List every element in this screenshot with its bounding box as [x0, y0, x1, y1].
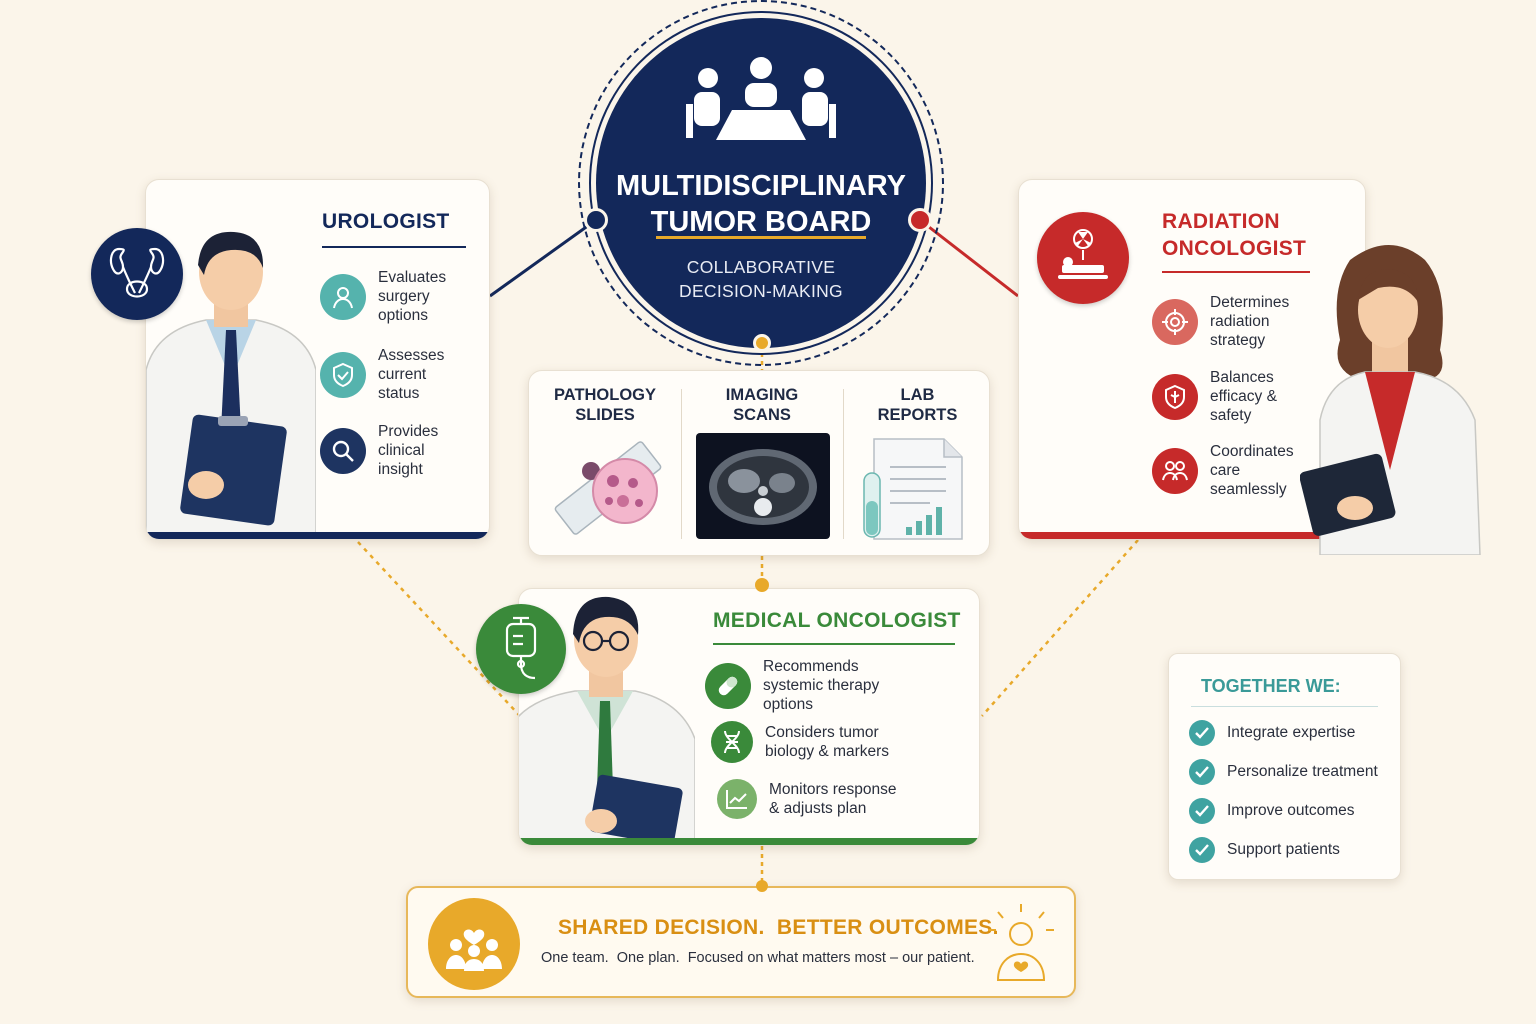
shield-check-icon	[320, 351, 366, 398]
urologist-title: UROLOGIST	[322, 210, 450, 233]
left-connector-dot	[584, 208, 608, 232]
tumor-board-circle: MULTIDISCIPLINARY TUMOR BOARD COLLABORAT…	[596, 18, 926, 348]
data-col-pathology: PATHOLOGY SLIDES	[529, 371, 681, 555]
board-divider	[656, 236, 866, 239]
data-sources-panel: PATHOLOGY SLIDES IMAGING SCANS LAB REPOR…	[528, 370, 990, 556]
medical-item-biology: Considers tumor biology & markers	[711, 721, 889, 763]
together-we-box: TOGETHER WE: Integrate expertise Persona…	[1168, 653, 1401, 880]
urologist-card: UROLOGIST Evaluates surgery options Asse…	[145, 179, 490, 540]
medical-oncologist-card: MEDICAL ONCOLOGIST Recommends systemic t…	[518, 588, 980, 846]
data-col-imaging: IMAGING SCANS	[682, 371, 842, 555]
iv-bag-icon	[476, 604, 566, 694]
together-item-text: Personalize treatment	[1227, 763, 1378, 780]
team-meeting-icon	[686, 57, 836, 140]
medical-divider	[713, 643, 955, 645]
data-col-lab: LAB REPORTS	[844, 371, 989, 555]
target-icon	[1152, 298, 1198, 345]
trend-chart-icon	[717, 779, 757, 819]
board-dashed-ring	[578, 0, 944, 366]
radiation-item-text: Balances efficacy & safety	[1210, 369, 1277, 424]
urologist-doctor-illustration	[146, 231, 316, 538]
kidney-bladder-icon	[91, 228, 183, 320]
medical-item-monitor: Monitors response & adjusts plan	[717, 779, 897, 819]
radiation-bed-icon	[1037, 212, 1129, 304]
together-item: Personalize treatment	[1189, 759, 1378, 785]
medical-doctor-illustration	[519, 596, 695, 841]
banner-subtitle: One team. One plan. Focused on what matt…	[541, 950, 975, 966]
medical-item-text: Recommends systemic therapy options	[763, 658, 880, 713]
medical-title: MEDICAL ONCOLOGIST	[713, 609, 961, 632]
urologist-item-text: Provides clinical insight	[378, 423, 439, 478]
radiation-divider	[1162, 271, 1310, 273]
together-item: Support patients	[1189, 837, 1340, 863]
right-connector-dot	[908, 208, 932, 232]
check-icon	[1189, 798, 1215, 824]
check-icon	[1189, 720, 1215, 746]
check-icon	[1189, 837, 1215, 863]
urologist-item-surgery: Evaluates surgery options	[320, 268, 446, 325]
shared-decision-banner: SHARED DECISION. BETTER OUTCOMES. One te…	[406, 886, 1076, 998]
people-icon	[1152, 447, 1198, 494]
radiation-item-text: Determines radiation strategy	[1210, 294, 1290, 349]
radiation-doctor-illustration	[1300, 245, 1481, 555]
magnifier-icon	[320, 427, 366, 474]
radiation-item-strategy: Determines radiation strategy	[1152, 293, 1289, 350]
shield-balance-icon	[1152, 373, 1198, 420]
together-title: TOGETHER WE:	[1201, 676, 1341, 696]
data-label: IMAGING SCANS	[725, 386, 799, 424]
medical-item-therapy: Recommends systemic therapy options	[705, 657, 879, 714]
ct-scan-icon	[696, 433, 830, 539]
banner-top-dot	[756, 880, 768, 892]
board-subtitle: COLLABORATIVE DECISION-MAKING	[679, 257, 843, 301]
pathology-slide-icon	[554, 441, 662, 535]
board-title: MULTIDISCIPLINARY TUMOR BOARD	[616, 170, 906, 238]
medical-item-text: Monitors response & adjusts plan	[769, 781, 897, 817]
person-icon	[320, 273, 366, 320]
data-bottom-dot	[755, 578, 769, 592]
pill-icon	[705, 662, 751, 709]
urologist-item-text: Assesses current status	[378, 347, 445, 402]
medical-item-text: Considers tumor biology & markers	[765, 724, 890, 760]
together-item: Integrate expertise	[1189, 720, 1355, 746]
dna-icon	[711, 721, 753, 763]
check-icon	[1189, 759, 1215, 785]
data-label: LAB REPORTS	[877, 386, 958, 424]
lab-report-icon	[863, 438, 963, 540]
radiation-item-coordinate: Coordinates care seamlessly	[1152, 442, 1294, 499]
radiation-item-safety: Balances efficacy & safety	[1152, 368, 1277, 425]
family-heart-icon	[428, 898, 520, 990]
together-item-text: Improve outcomes	[1227, 802, 1355, 819]
banner-title: SHARED DECISION. BETTER OUTCOMES.	[558, 916, 999, 939]
urologist-item-status: Assesses current status	[320, 346, 444, 403]
urologist-divider	[322, 246, 466, 248]
radiation-title: RADIATION ONCOLOGIST	[1162, 210, 1307, 260]
radiation-item-text: Coordinates care seamlessly	[1210, 443, 1294, 498]
data-label: PATHOLOGY SLIDES	[553, 386, 657, 424]
patient-heart-icon	[988, 904, 1054, 981]
together-item: Improve outcomes	[1189, 798, 1355, 824]
together-item-text: Integrate expertise	[1227, 724, 1356, 741]
urologist-item-text: Evaluates surgery options	[378, 269, 447, 324]
bottom-connector-dot	[753, 334, 771, 352]
together-item-text: Support patients	[1227, 841, 1340, 858]
urologist-item-insight: Provides clinical insight	[320, 422, 438, 479]
